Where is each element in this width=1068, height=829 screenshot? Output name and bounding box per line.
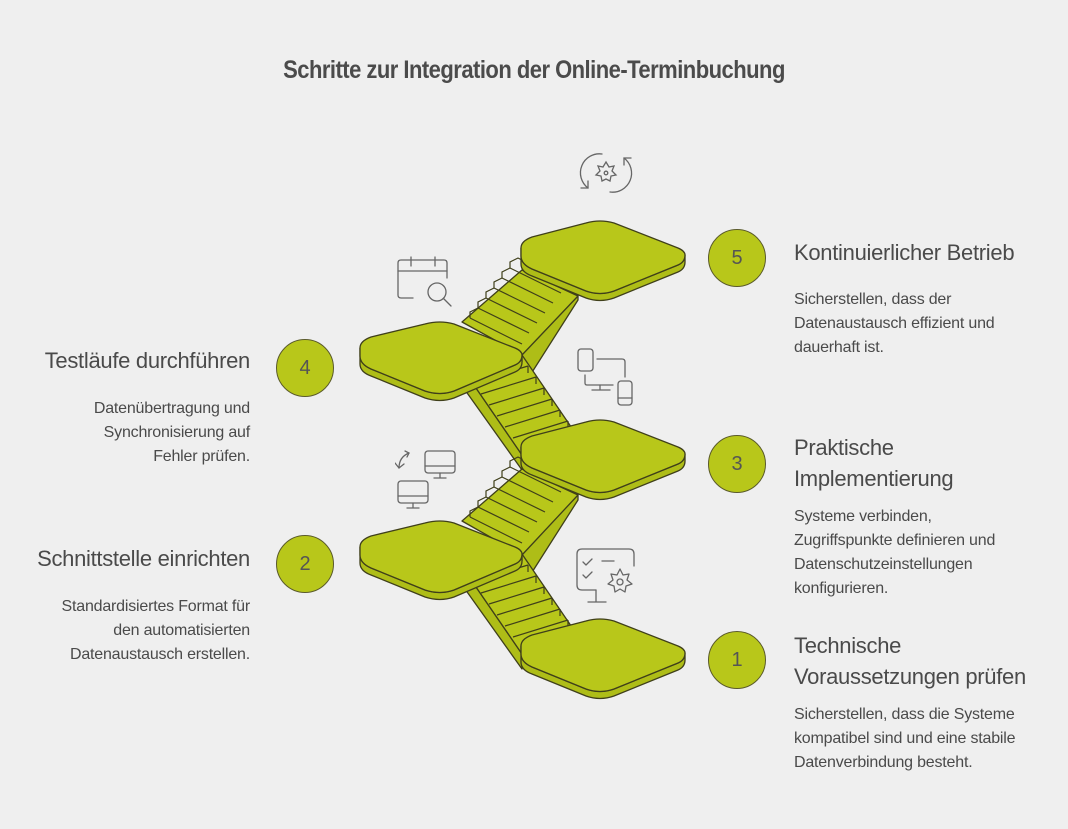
step-2-description: Standardisiertes Format für den automati… [61, 598, 251, 663]
page-title: Schritte zur Integration der Online-Term… [283, 56, 785, 84]
step-1-title: Technische Voraussetzungen prüfen [794, 633, 1026, 689]
step-1-badge: 1 [708, 631, 766, 689]
landing-4 [359, 321, 523, 402]
step-3-title: Praktische Implementierung [794, 435, 954, 491]
step-3-badge: 3 [708, 435, 766, 493]
step-5-title: Kontinuierlicher Betrieb [794, 240, 1015, 265]
devices-connected-icon [577, 348, 633, 406]
step-4-title: Testläufe durchführen [44, 348, 251, 373]
step-4-description: Datenübertragung und Synchronisierung au… [93, 400, 250, 465]
step-2-title: Schnittstelle einrichten [37, 546, 250, 571]
monitor-checklist-gear-icon [576, 548, 635, 603]
gear-refresh-icon [579, 153, 633, 193]
landing-2 [359, 520, 523, 601]
calendar-search-icon [397, 256, 452, 307]
step-2-badge: 2 [276, 535, 334, 593]
step-3-number: 3 [731, 452, 743, 475]
step-2-number: 2 [299, 552, 311, 575]
step-5-description: Sicherstellen, dass der Datenaustausch e… [794, 291, 995, 356]
landing-3 [520, 419, 686, 501]
step-3-description: Systeme verbinden, Zugriffspunkte defini… [794, 508, 996, 597]
step-1-number: 1 [731, 648, 743, 671]
step-4-badge: 4 [276, 339, 334, 397]
step-5-badge: 5 [708, 229, 766, 287]
monitors-sync-icon [395, 450, 456, 509]
landing-5 [520, 220, 686, 302]
landing-1 [520, 618, 686, 700]
step-5-number: 5 [731, 246, 743, 269]
step-1-description: Sicherstellen, dass die Systeme kompatib… [794, 706, 1016, 771]
step-4-number: 4 [299, 356, 311, 379]
